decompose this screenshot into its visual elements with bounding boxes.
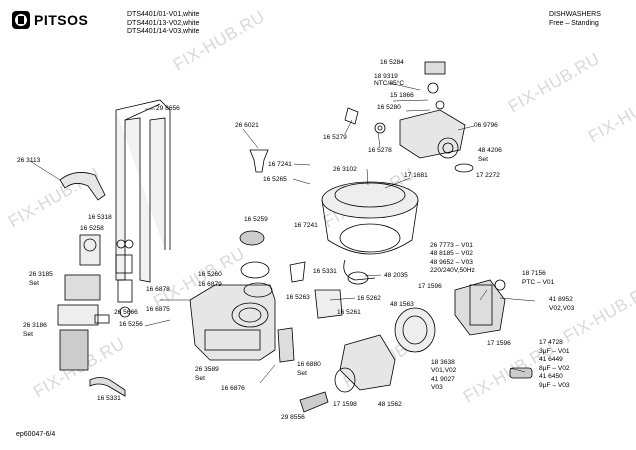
model-line: DTS4401/01-V01,white xyxy=(127,11,200,18)
part-label[interactable]: 16 5284 xyxy=(380,59,404,66)
part-label[interactable]: 48 4206 xyxy=(478,147,502,154)
part-label[interactable]: 16 5258 xyxy=(80,225,104,232)
part-label[interactable]: 26 5666 xyxy=(114,309,138,316)
valve-assembly-drawing xyxy=(57,234,101,371)
leader-lines xyxy=(29,82,536,384)
heater-motor-drawing xyxy=(454,279,506,336)
part-label[interactable]: 16 7241 xyxy=(294,222,318,229)
part-label[interactable]: NTC/85°C xyxy=(374,80,405,87)
part-label[interactable]: 16 5279 xyxy=(323,134,347,141)
part-label[interactable]: 16 5265 xyxy=(263,176,287,183)
part-label[interactable]: 48 8185 – V02 xyxy=(430,250,473,257)
part-label[interactable]: 26 3589 xyxy=(195,366,219,373)
part-label[interactable]: 48 1562 xyxy=(378,401,402,408)
filter-seals-drawing xyxy=(239,230,273,298)
drawing-code: ep60047-6/4 xyxy=(16,431,56,438)
seal-stack-drawing xyxy=(94,239,134,324)
brand-name: PITSOS xyxy=(34,12,89,28)
part-label[interactable]: 16 5262 xyxy=(357,295,381,302)
part-label[interactable]: 16 6875 xyxy=(146,306,170,313)
part-label[interactable]: 16 5280 xyxy=(377,104,401,111)
part-label[interactable]: 18 7156 xyxy=(522,270,546,277)
category-block: DISHWASHERS Free – Standing xyxy=(549,11,601,28)
part-label[interactable]: 16 5261 xyxy=(337,309,361,316)
deflector-drawing xyxy=(59,172,106,201)
part-label[interactable]: 26 7773 – V01 xyxy=(430,242,473,249)
part-label[interactable]: Set xyxy=(195,375,205,382)
part-label[interactable]: 41 6449 xyxy=(539,356,563,363)
part-label[interactable]: 48 9652 – V03 xyxy=(430,259,473,266)
part-label[interactable]: 41 8952 xyxy=(549,296,573,303)
sensor-assembly-drawing xyxy=(344,61,474,173)
part-label[interactable]: 17 1681 xyxy=(404,172,428,179)
part-label[interactable]: Set xyxy=(29,280,39,287)
part-label[interactable]: 18 9319 xyxy=(374,73,398,80)
clip-drawing xyxy=(289,261,306,283)
capacitor-drawing xyxy=(509,367,533,379)
part-label[interactable]: 48 1563 xyxy=(390,301,414,308)
part-label[interactable]: 8µF – V02 xyxy=(539,365,570,372)
part-label[interactable]: PTC – V01 xyxy=(522,279,555,286)
category-title: DISHWASHERS xyxy=(549,11,601,18)
category-subtitle: Free – Standing xyxy=(549,19,599,27)
part-label[interactable]: 16 5331 xyxy=(313,268,337,275)
part-label[interactable]: 41 6450 xyxy=(539,373,563,380)
part-label[interactable]: 26 3102 xyxy=(333,166,357,173)
part-label[interactable]: 15 1866 xyxy=(390,92,414,99)
part-label[interactable]: 17 1596 xyxy=(418,283,442,290)
hose-drawing xyxy=(89,377,126,397)
part-label[interactable]: 26 3186 xyxy=(23,322,47,329)
part-label[interactable]: 16 5331 xyxy=(97,395,121,402)
part-label[interactable]: 16 5259 xyxy=(244,216,268,223)
part-label[interactable]: 26 3185 xyxy=(29,271,53,278)
part-label[interactable]: 16 5263 xyxy=(286,294,310,301)
part-label[interactable]: 16 5260 xyxy=(198,271,222,278)
part-label[interactable]: 16 6878 xyxy=(146,286,170,293)
cap-drawing xyxy=(249,149,269,173)
part-label[interactable]: 18 3638 xyxy=(431,359,455,366)
part-label[interactable]: 17 4728 xyxy=(539,339,563,346)
part-label[interactable]: Set xyxy=(478,156,488,163)
part-label[interactable]: 41 9027 xyxy=(431,376,455,383)
model-list: DTS4401/01-V01,white DTS4401/13-V02,whit… xyxy=(127,11,199,37)
part-label[interactable]: 17 1598 xyxy=(333,401,357,408)
pitsos-logo-icon xyxy=(12,11,30,29)
model-line: DTS4401/13-V02,white xyxy=(127,19,200,27)
part-label[interactable]: 16 5318 xyxy=(88,214,112,221)
heater-pump-drawing xyxy=(321,181,419,285)
part-label[interactable]: 16 6880 xyxy=(297,361,321,368)
part-label[interactable]: 16 5278 xyxy=(368,147,392,154)
part-label[interactable]: 16 6876 xyxy=(221,385,245,392)
part-label[interactable]: 48 2035 xyxy=(384,272,408,279)
part-label[interactable]: 16 6879 xyxy=(198,281,222,288)
part-label[interactable]: Set xyxy=(297,370,307,377)
sump-housing-drawing xyxy=(189,284,276,361)
part-label[interactable]: 3µF – V01 xyxy=(539,348,570,355)
part-label[interactable]: V01,V02 xyxy=(431,367,457,374)
part-label[interactable]: 16 7241 xyxy=(268,161,292,168)
part-label[interactable]: 29 8656 xyxy=(156,105,180,112)
model-line: DTS4401/14-V03,white xyxy=(127,28,200,35)
part-label[interactable]: 16 5256 xyxy=(119,321,143,328)
part-label[interactable]: 220/240V,50Hz xyxy=(430,267,475,274)
part-label[interactable]: V02,V03 xyxy=(549,305,575,312)
part-label[interactable]: 17 1596 xyxy=(487,340,511,347)
part-label[interactable]: 9µF – V03 xyxy=(539,382,570,389)
part-label[interactable]: 29 8556 xyxy=(281,414,305,421)
part-label[interactable]: 26 6021 xyxy=(235,122,259,129)
part-label[interactable]: 06 9796 xyxy=(474,122,498,129)
part-label[interactable]: V03 xyxy=(431,384,443,391)
part-label[interactable]: 26 3113 xyxy=(17,157,41,164)
part-label[interactable]: 17 2272 xyxy=(476,172,500,179)
part-label[interactable]: Set xyxy=(23,331,33,338)
drain-pump-drawing xyxy=(299,307,436,413)
